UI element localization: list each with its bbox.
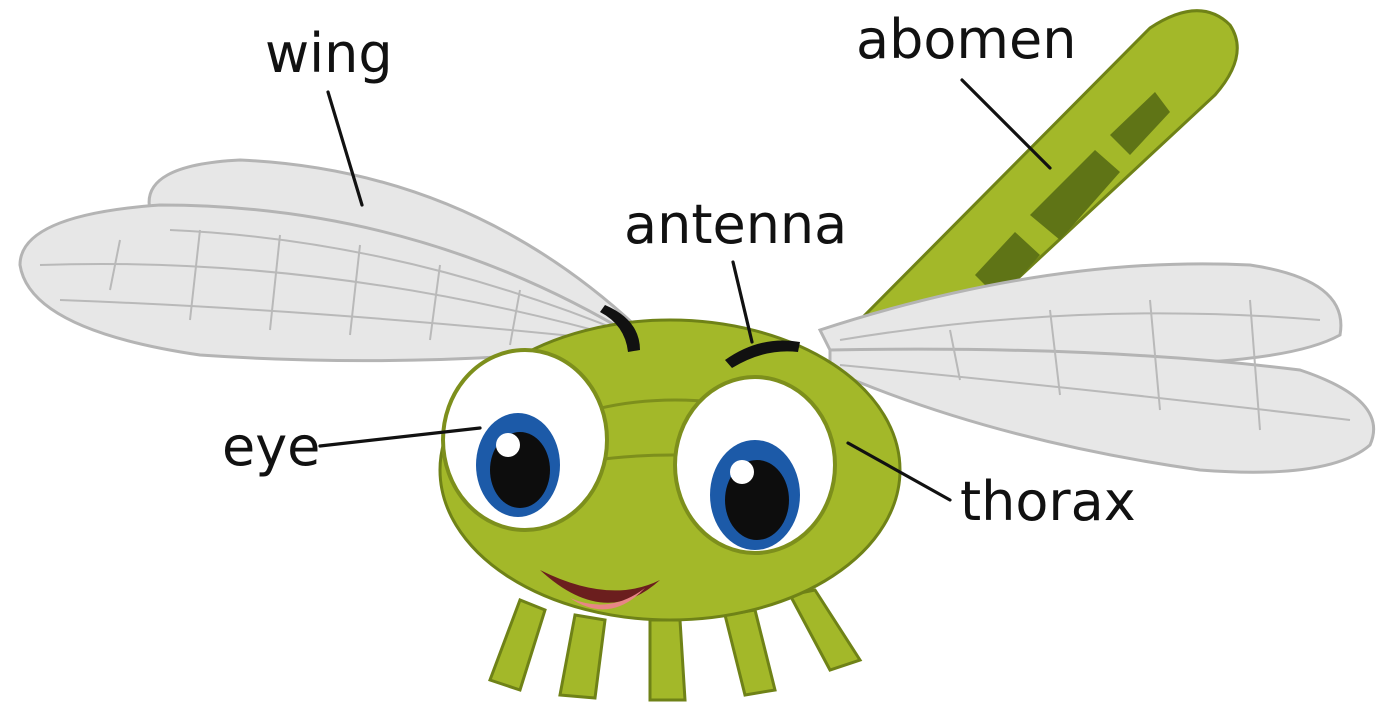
abdomen-leader-line bbox=[962, 80, 1050, 168]
antenna-label: antenna bbox=[624, 193, 847, 256]
eye-label: eye bbox=[222, 415, 320, 478]
right-eye bbox=[675, 377, 835, 553]
wing-label: wing bbox=[265, 22, 393, 85]
left-eye bbox=[443, 350, 607, 530]
abdomen-label: abomen bbox=[856, 8, 1076, 71]
left-wings bbox=[20, 160, 640, 361]
thorax-label: thorax bbox=[960, 470, 1136, 533]
